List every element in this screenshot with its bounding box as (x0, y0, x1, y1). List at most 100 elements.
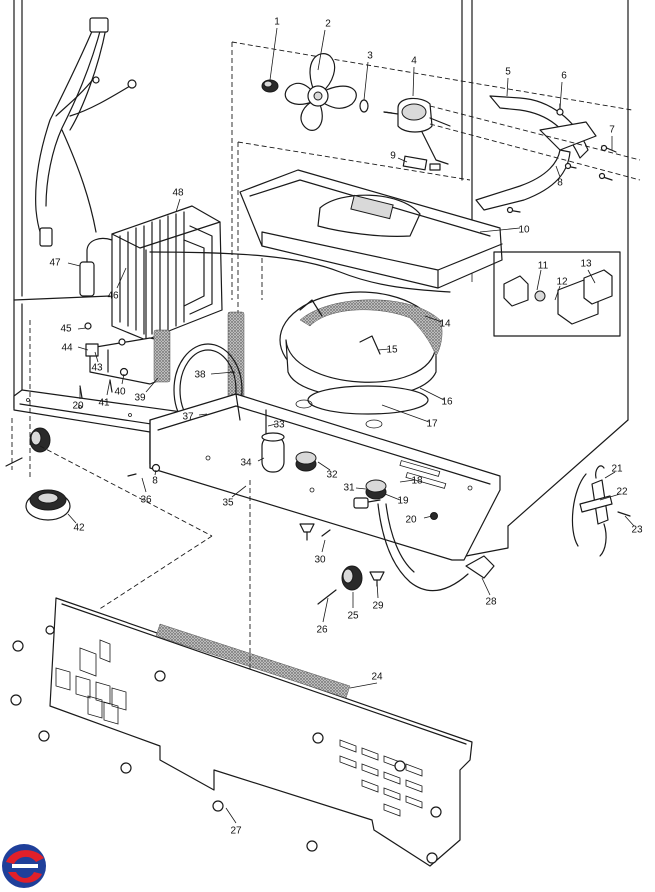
callout-number-34: 34 (240, 458, 252, 469)
callout-number-15: 15 (386, 345, 398, 356)
callout-number-22: 22 (616, 487, 628, 498)
callout-leader-15 (377, 348, 390, 351)
callout-number-20: 20 (405, 515, 417, 526)
callout-number-21: 21 (611, 464, 623, 475)
callout-number-14: 14 (439, 319, 451, 330)
callout-number-35: 35 (222, 498, 234, 509)
callout-leader-10 (479, 227, 521, 233)
grommet-31 (365, 479, 387, 500)
callout-leader-6 (559, 81, 563, 109)
callout-number-19: 19 (397, 496, 409, 507)
callout-number-26: 26 (316, 625, 328, 636)
callout-leader-27 (225, 807, 237, 824)
callout-number-31: 31 (343, 483, 355, 494)
callout-number-3: 3 (367, 51, 373, 62)
insulation-pad (153, 329, 171, 383)
fan-blade (284, 53, 357, 131)
callout-leader-4 (412, 66, 415, 97)
fan-motor (383, 97, 451, 165)
screws-top (383, 103, 641, 214)
callout-leader-29 (376, 581, 379, 599)
motor-bracket (475, 95, 597, 211)
wiring-harness (35, 17, 137, 247)
refrigerant-tube (149, 251, 451, 293)
rear-cover-panel (49, 597, 473, 867)
callout-number-33: 33 (273, 420, 285, 431)
brand-logo (2, 844, 46, 888)
connector-9 (402, 155, 441, 171)
compressor-baseplate (149, 393, 501, 561)
callout-number-25: 25 (347, 611, 359, 622)
callout-number-37: 37 (182, 412, 194, 423)
callout-number-28: 28 (485, 597, 497, 608)
washer (359, 99, 369, 113)
fan-hub (261, 79, 279, 93)
callout-leader-38 (210, 371, 235, 375)
foot-29 (369, 571, 385, 587)
callout-leader-44 (77, 346, 89, 351)
callout-leader-40 (121, 373, 125, 385)
callout-number-4: 4 (411, 56, 417, 67)
callout-number-39: 39 (134, 393, 146, 404)
callout-leader-17 (381, 404, 430, 423)
callout-leader-3 (363, 61, 369, 101)
thermistor (79, 237, 113, 297)
callout-leader-1 (269, 27, 278, 81)
callout-number-8: 8 (557, 178, 563, 189)
screw-26 (317, 589, 337, 605)
callout-number-13: 13 (580, 259, 592, 270)
callout-leader-22 (599, 493, 621, 501)
callout-number-46: 46 (107, 291, 119, 302)
callout-number-11: 11 (538, 261, 549, 272)
callout-number-24: 24 (371, 672, 383, 683)
panel-screws (10, 625, 442, 864)
callout-leader-19 (384, 493, 401, 501)
callout-number-10: 10 (518, 225, 530, 236)
callout-leader-33 (267, 423, 277, 427)
defrost-thermostat (571, 465, 631, 557)
callout-leader-9 (397, 157, 408, 163)
callout-leader-26 (322, 597, 329, 623)
callout-leader-30 (321, 539, 326, 553)
callout-number-2: 2 (325, 19, 331, 30)
callout-leader-43 (94, 351, 99, 363)
callout-leader-12 (554, 285, 561, 301)
callout-number-16: 16 (441, 397, 453, 408)
callout-leader-13 (587, 269, 596, 284)
callout-leader-14 (424, 315, 443, 323)
callout-leader-48 (175, 198, 181, 213)
relay-inset (493, 251, 621, 337)
evaporator-cover-outline (231, 41, 633, 320)
callout-number-42: 42 (73, 523, 85, 534)
callout-number-41: 41 (98, 398, 110, 409)
power-cord (353, 497, 495, 592)
callout-leader-36 (141, 477, 147, 493)
callout-number-40: 40 (114, 387, 126, 398)
callout-number-45: 45 (60, 324, 72, 335)
callout-leader-39 (145, 377, 159, 393)
grommet-left (29, 427, 51, 453)
callout-leader-32 (317, 461, 331, 471)
callout-number-20: 20 (72, 401, 84, 412)
roller-25 (341, 565, 363, 591)
callout-number-47: 47 (49, 258, 61, 269)
callout-number-27: 27 (230, 826, 242, 837)
callout-number-7: 7 (609, 125, 615, 136)
callout-number-44: 44 (61, 343, 73, 354)
callout-leader-23 (624, 515, 635, 527)
callout-number-9: 9 (390, 151, 396, 162)
callout-leader-2 (317, 29, 326, 71)
callout-number-32: 32 (326, 470, 338, 481)
callout-number-29: 29 (372, 601, 384, 612)
callout-leader-37 (198, 413, 208, 416)
callout-leader-42 (67, 513, 77, 524)
run-capacitor (261, 409, 285, 473)
callout-number-30: 30 (314, 555, 326, 566)
callout-number-1: 1 (274, 17, 280, 28)
callout-leader-46 (116, 267, 127, 289)
callout-number-36: 36 (140, 495, 152, 506)
callout-number-17: 17 (426, 419, 438, 430)
assembly-guides (39, 258, 263, 672)
callout-number-48: 48 (172, 188, 184, 199)
